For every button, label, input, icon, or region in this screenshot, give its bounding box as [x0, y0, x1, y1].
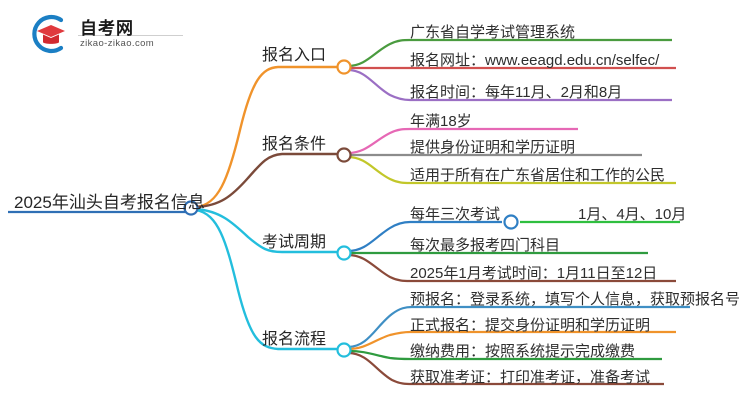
branch-3-connector-dot[interactable]: [336, 245, 352, 261]
logo-title: 自考网: [80, 19, 134, 38]
edge-b4-to-leaf-2: [347, 330, 676, 351]
edge-b4-to-leaf-4: [347, 351, 664, 386]
branch-2-connector-dot[interactable]: [336, 147, 352, 163]
root-node-label[interactable]: 2025年汕头自考报名信息: [14, 193, 205, 212]
edge-root-to-branch-3: [195, 207, 340, 254]
edge-b3-to-leaf-3: [347, 253, 676, 283]
branch-node-registration-process[interactable]: 报名流程: [262, 331, 327, 348]
leaf-node-b1-1[interactable]: 广东省自学考试管理系统: [410, 24, 576, 41]
leaf-node-b2-2[interactable]: 提供身份证明和学历证明: [410, 139, 576, 156]
edge-b4-to-leaf-3: [347, 349, 662, 361]
leaf-node-b1-2[interactable]: 报名网址：www.eeagd.edu.cn/selfec/: [410, 52, 660, 69]
edge-b1-to-leaf-1: [347, 38, 672, 68]
edge-root-to-branch-2: [195, 152, 340, 209]
edge-b4-to-leaf-1: [347, 305, 690, 349]
leaf-node-b4-4[interactable]: 获取准考证：打印准考证，准备考试: [410, 369, 651, 386]
edge-b1-to-leaf-3: [347, 68, 672, 102]
branch-4-connector-dot[interactable]: [336, 342, 352, 358]
branch-node-registration-entry[interactable]: 报名入口: [262, 47, 327, 64]
leaf-node-b3-2[interactable]: 每次最多报考四门科目: [410, 237, 561, 254]
leaf-node-b4-3[interactable]: 缴纳费用：按照系统提示完成缴费: [410, 343, 636, 360]
branch-node-exam-cycle[interactable]: 考试周期: [262, 234, 327, 251]
leaf-node-b3-1[interactable]: 每年三次考试: [410, 206, 501, 223]
branch-node-registration-requirements[interactable]: 报名条件: [262, 136, 327, 153]
logo-domain: zikao-zikao.com: [80, 38, 155, 49]
leaf-node-b4-1[interactable]: 预报名：登录系统，填写个人信息，获取预报名号: [410, 291, 741, 308]
leaf-node-b3-3[interactable]: 2025年1月考试时间：1月11日至12日: [410, 265, 658, 282]
leaf-node-b4-2[interactable]: 正式报名：提交身份证明和学历证明: [410, 317, 651, 334]
sub-node-exam-months[interactable]: 1月、4月、10月: [578, 206, 687, 223]
graduation-cap-icon: [32, 14, 65, 54]
leaf-node-b2-3[interactable]: 适用于所有在广东省居住和工作的公民: [410, 167, 666, 184]
edge-b2-to-leaf-3: [347, 155, 676, 185]
site-logo: 自考网 zikao-zikao.com: [28, 12, 188, 58]
edge-root-to-branch-1: [195, 65, 340, 209]
logo-divider: [78, 35, 183, 36]
edge-b2-to-leaf-1: [347, 127, 578, 155]
leaf-node-b2-1[interactable]: 年满18岁: [410, 113, 472, 130]
edge-b3-to-leaf-1: [347, 220, 502, 253]
edge-root-to-branch-4: [195, 208, 340, 351]
leaf-connector-dot[interactable]: [503, 214, 519, 230]
root-connector-dot[interactable]: [183, 200, 199, 216]
branch-1-connector-dot[interactable]: [336, 59, 352, 75]
leaf-node-b1-3[interactable]: 报名时间：每年11月、2月和8月: [410, 84, 623, 101]
